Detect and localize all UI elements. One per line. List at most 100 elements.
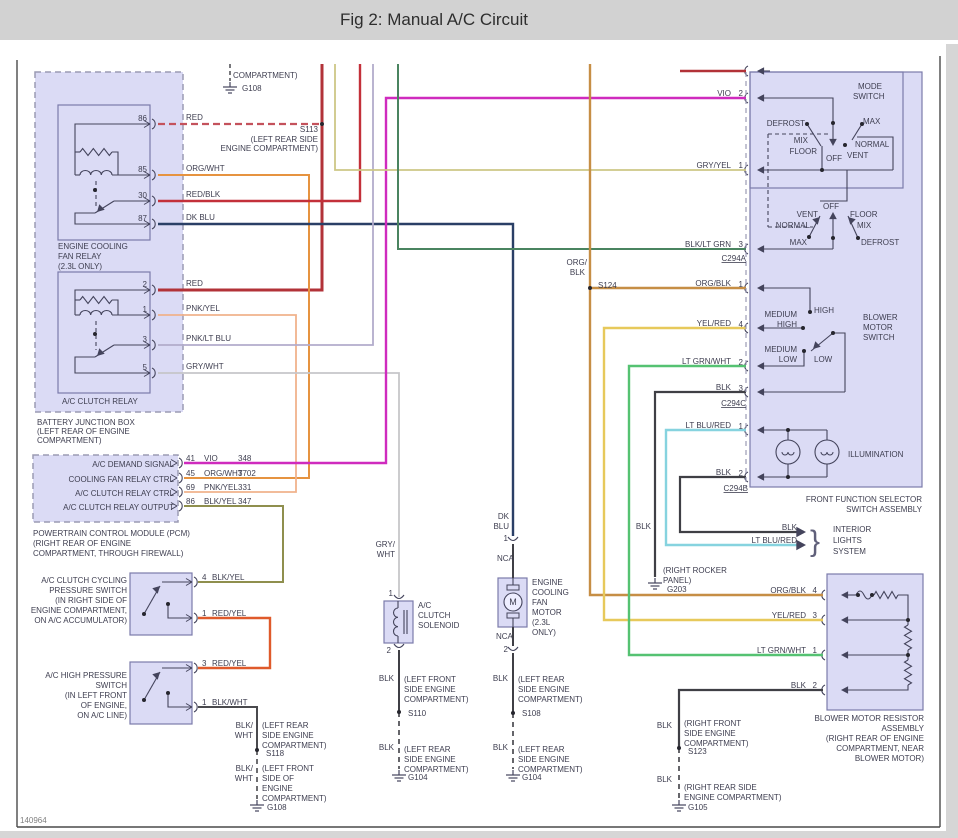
label-on-a-c-line: ON A/C LINE) — [77, 711, 127, 720]
arrow-icon — [757, 67, 765, 75]
component-line — [857, 136, 894, 170]
lamp-icon — [775, 439, 801, 465]
label-3: 3 — [739, 384, 744, 393]
label-org-blk: ORG/BLK — [770, 586, 806, 595]
wire-blk-interior — [678, 475, 804, 534]
label-red: RED — [186, 113, 203, 122]
pcm-box — [32, 454, 179, 523]
motor-icon — [503, 592, 523, 612]
label-side-engine: SIDE ENGINE — [404, 685, 456, 694]
label-2: 2 — [504, 645, 509, 654]
pin-bracket — [178, 457, 183, 469]
inline-connector-icon — [393, 594, 405, 600]
label-blk: BLK — [716, 383, 732, 392]
arrow-icon — [812, 217, 820, 225]
label-front-function-selector: FRONT FUNCTION SELECTOR — [806, 495, 922, 504]
label-s108: S108 — [522, 709, 541, 718]
pin-chevron-icon — [143, 171, 151, 176]
pin-chevron-icon — [185, 667, 193, 672]
component-line — [74, 123, 150, 175]
arrow-icon — [841, 616, 849, 624]
label-engine-compartment: ENGINE COMPARTMENT, — [31, 606, 127, 615]
label-compartment: COMPARTMENT) — [404, 695, 469, 704]
label-on-a-c-accumulator: ON A/C ACCUMULATOR) — [34, 616, 127, 625]
component-line — [74, 212, 150, 225]
label-a-c-high-pressure: A/C HIGH PRESSURE — [45, 671, 127, 680]
arrow-icon — [829, 138, 837, 146]
arrow-icon — [97, 348, 105, 356]
label-1: 1 — [739, 161, 744, 170]
pin-chevron-icon — [170, 505, 178, 510]
label-compartment: COMPARTMENT) — [684, 739, 749, 748]
label-in-left-front: (IN LEFT FRONT — [65, 691, 127, 700]
label-off: OFF — [823, 202, 839, 211]
label-2: 2 — [143, 280, 148, 289]
pin-chevron-icon — [143, 223, 151, 228]
label-switch: SWITCH — [853, 92, 885, 101]
label-fan: FAN — [532, 598, 548, 607]
pin-chevron-icon — [170, 477, 178, 482]
label-dk: DK — [498, 512, 510, 521]
resistor-zigzag — [903, 624, 913, 651]
pin-chevron-icon — [185, 703, 193, 708]
label-blower-motor-resistor: BLOWER MOTOR RESISTOR — [815, 714, 925, 723]
label-side-engine: SIDE ENGINE — [262, 731, 314, 740]
ac-high-pressure-switch-box — [129, 661, 193, 725]
label-331: 331 — [238, 483, 252, 492]
resistor-zigzag — [79, 147, 113, 157]
pin-chevron-icon — [170, 474, 178, 479]
label-lt-blu-red: LT BLU/RED — [686, 421, 732, 430]
label-g108: G108 — [242, 84, 262, 93]
label-3: 3 — [143, 335, 148, 344]
component-line — [758, 97, 834, 144]
label-blk: BLK — [657, 721, 673, 730]
wire-lt-grn-wht — [627, 364, 823, 657]
label-mix: MIX — [857, 221, 872, 230]
label-blk: BLK — [782, 523, 798, 532]
arrow-icon — [829, 212, 837, 220]
label-right-rocker: (RIGHT ROCKER — [663, 566, 727, 575]
system-arrow-icon — [796, 526, 806, 538]
label-red-blk: RED/BLK — [186, 190, 221, 199]
component-line — [851, 123, 863, 141]
label-2-3l: (2.3L — [532, 618, 551, 627]
label-pnk-yel: PNK/YEL — [204, 483, 238, 492]
label-4: 4 — [202, 573, 207, 582]
junction-dot — [906, 653, 910, 657]
inline-connector-icon — [507, 646, 519, 652]
label-red-yel: RED/YEL — [212, 659, 247, 668]
title-bar: Fig 2: Manual A/C Circuit — [0, 0, 958, 40]
label-86: 86 — [186, 497, 195, 506]
label-blk: BLK — [493, 674, 509, 683]
component-line — [112, 299, 119, 315]
label-max: MAX — [790, 238, 808, 247]
component-line — [167, 606, 192, 619]
label-85: 85 — [138, 165, 147, 174]
label-engine-compartment: ENGINE COMPARTMENT) — [684, 793, 782, 802]
label-s113: S113 — [300, 125, 319, 134]
label-s118: S118 — [266, 749, 285, 758]
label-blk: BLK — [379, 743, 395, 752]
label-blk: BLK — [716, 468, 732, 477]
label-g104: G104 — [522, 773, 542, 782]
pin-bracket — [151, 309, 156, 321]
junction-dot — [320, 122, 324, 126]
pin-chevron-icon — [185, 706, 193, 711]
label-g203: G203 — [667, 585, 687, 594]
pin-bracket — [193, 701, 198, 713]
resistor-zigzag — [873, 590, 899, 600]
pin-bracket — [151, 367, 156, 379]
pin-chevron-icon — [143, 369, 151, 374]
label-compartment-near: COMPARTMENT, NEAR — [836, 744, 924, 753]
label-high: HIGH — [814, 306, 834, 315]
label-low: LOW — [814, 355, 833, 364]
pin-chevron-icon — [170, 491, 178, 496]
coil-symbol — [79, 170, 113, 176]
label-yel-red: YEL/RED — [772, 611, 806, 620]
motor-brush-bottom — [506, 612, 520, 619]
label-1: 1 — [202, 609, 207, 618]
wire-red — [158, 64, 324, 292]
label-left-rear-side: (LEFT REAR SIDE — [251, 135, 318, 144]
wire-blk-g203 — [653, 390, 746, 577]
label-2: 2 — [739, 89, 744, 98]
